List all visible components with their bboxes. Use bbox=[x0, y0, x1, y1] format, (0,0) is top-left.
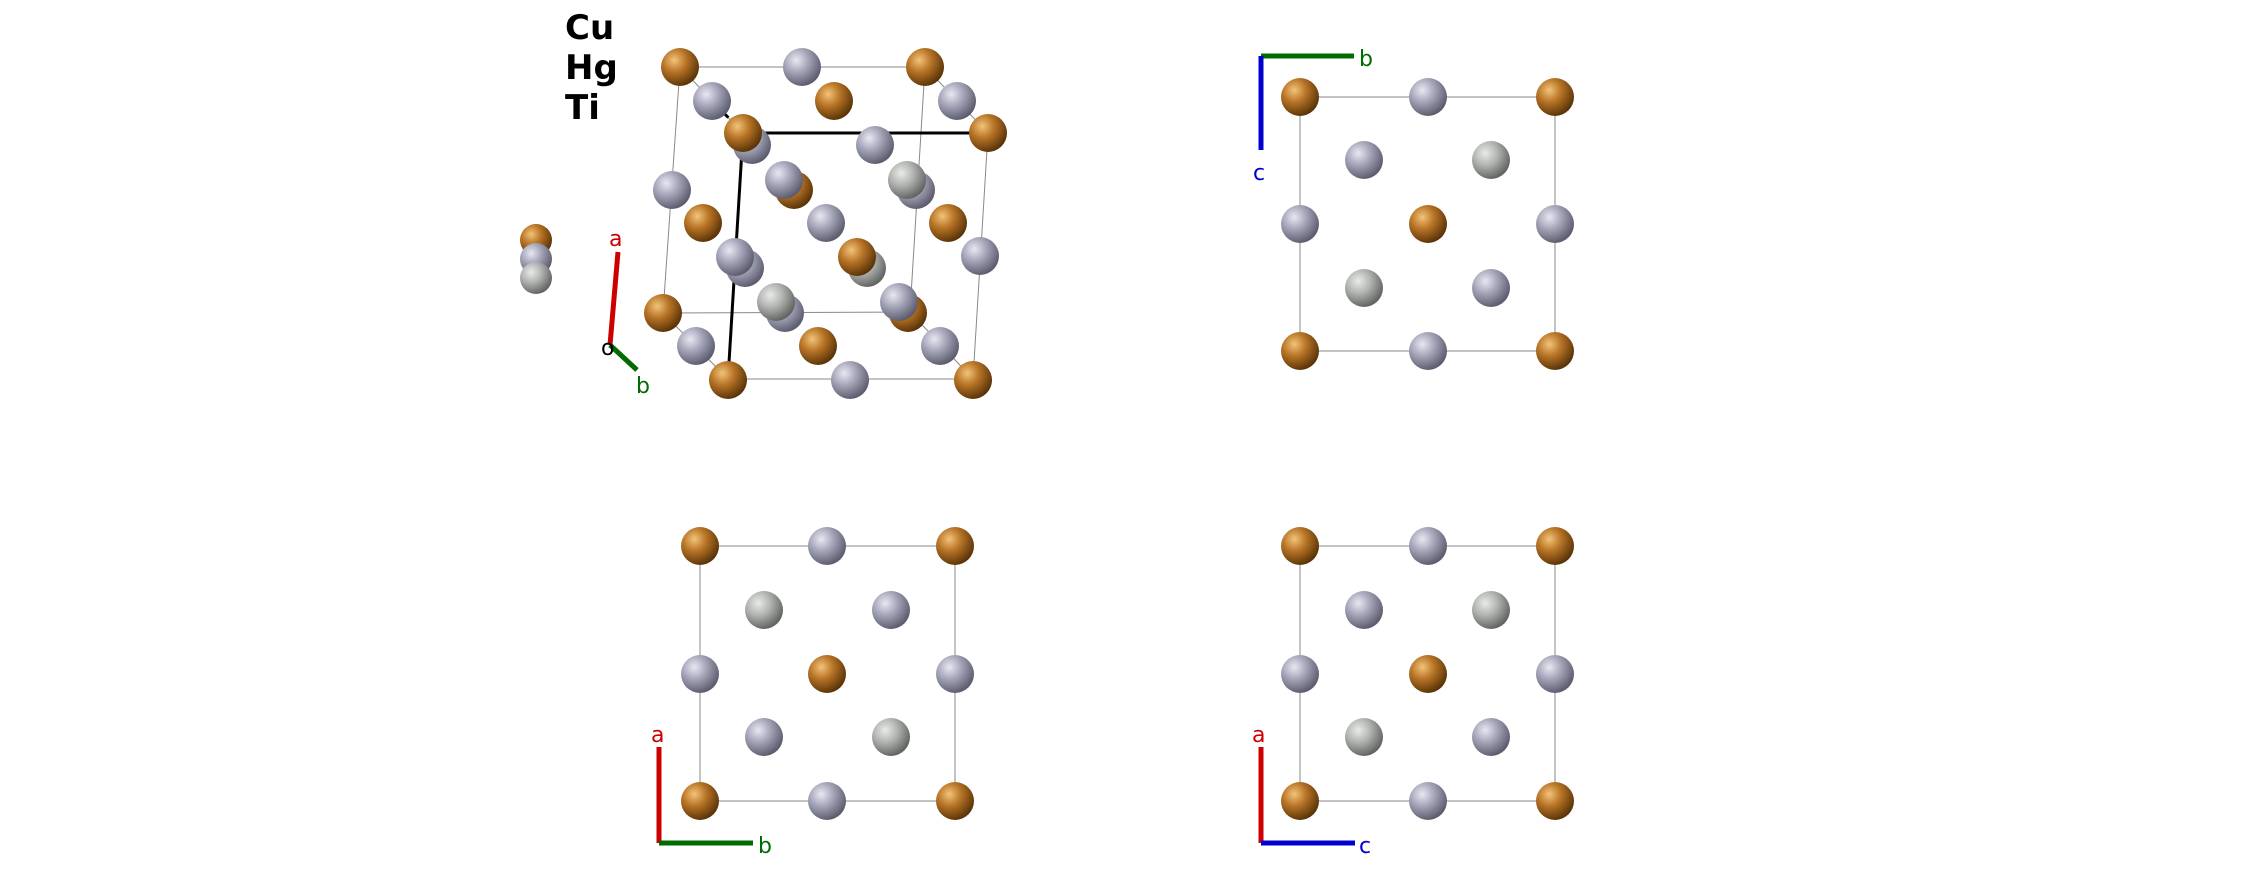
hg-atom bbox=[880, 283, 918, 321]
hg-atom bbox=[936, 655, 974, 693]
cu-atom bbox=[936, 527, 974, 565]
ti-atom bbox=[1345, 718, 1383, 756]
axis-b-label: b bbox=[636, 374, 650, 399]
view-ab: a b bbox=[651, 527, 974, 859]
cu-atom bbox=[969, 114, 1007, 152]
cu-atom bbox=[838, 238, 876, 276]
perspective-view: a b o bbox=[520, 48, 1007, 399]
cu-atom bbox=[1281, 78, 1319, 116]
axis-a-label: a bbox=[1252, 723, 1265, 748]
hg-atom bbox=[856, 126, 894, 164]
view-bc: b c bbox=[1253, 47, 1574, 370]
hg-atom bbox=[783, 48, 821, 86]
axis-triad-ab: a b bbox=[651, 723, 772, 859]
cu-atom bbox=[681, 527, 719, 565]
cu-atom bbox=[1281, 782, 1319, 820]
hg-atom bbox=[1472, 718, 1510, 756]
cu-atom bbox=[815, 82, 853, 120]
hg-atom bbox=[745, 718, 783, 756]
legend-hg: Hg bbox=[565, 48, 618, 88]
axis-triad-perspective: a b o bbox=[601, 227, 650, 399]
cu-atom bbox=[799, 327, 837, 365]
hg-atom bbox=[693, 82, 731, 120]
axis-triad-ac: a c bbox=[1252, 723, 1371, 859]
hg-atom bbox=[872, 591, 910, 629]
cu-atom bbox=[1409, 205, 1447, 243]
ti-atom bbox=[1345, 269, 1383, 307]
ti-atom bbox=[745, 591, 783, 629]
axis-triad-bc: b c bbox=[1253, 47, 1373, 186]
ti-atom bbox=[1472, 141, 1510, 179]
cu-atom bbox=[954, 361, 992, 399]
hg-atom bbox=[1281, 205, 1319, 243]
cu-atom bbox=[808, 655, 846, 693]
cu-atom bbox=[724, 114, 762, 152]
hg-atom bbox=[961, 237, 999, 275]
cu-atom bbox=[1536, 527, 1574, 565]
ti-atom bbox=[888, 161, 926, 199]
hg-atom bbox=[1281, 655, 1319, 693]
hg-atom bbox=[808, 527, 846, 565]
axis-b-label: b bbox=[758, 834, 772, 859]
hg-atom bbox=[1409, 332, 1447, 370]
ti-atom bbox=[520, 262, 552, 294]
axis-b-label: b bbox=[1359, 47, 1373, 72]
cu-atom bbox=[681, 782, 719, 820]
ti-atom bbox=[757, 283, 795, 321]
element-legend: Cu Hg Ti bbox=[565, 8, 618, 128]
axis-a-label: a bbox=[651, 723, 664, 748]
hg-atom bbox=[1345, 141, 1383, 179]
hg-atom bbox=[681, 655, 719, 693]
axis-c-label: c bbox=[1253, 161, 1265, 186]
axis-origin-label: o bbox=[601, 336, 614, 361]
cu-atom bbox=[709, 361, 747, 399]
axis-a-label: a bbox=[609, 227, 622, 252]
hg-atom bbox=[921, 327, 959, 365]
cu-atom bbox=[684, 204, 722, 242]
cu-atom bbox=[1536, 782, 1574, 820]
cu-atom bbox=[661, 48, 699, 86]
ti-atom bbox=[1472, 591, 1510, 629]
legend-ti: Ti bbox=[565, 88, 600, 128]
ti-atom bbox=[872, 718, 910, 756]
cu-atom bbox=[936, 782, 974, 820]
legend-cu: Cu bbox=[565, 8, 615, 48]
hg-atom bbox=[1536, 655, 1574, 693]
hg-atom bbox=[1409, 78, 1447, 116]
hg-atom bbox=[1409, 782, 1447, 820]
hg-atom bbox=[1472, 269, 1510, 307]
view-ac: a c bbox=[1252, 527, 1574, 859]
hg-atom bbox=[1345, 591, 1383, 629]
hg-atom bbox=[1409, 527, 1447, 565]
cu-atom bbox=[906, 48, 944, 86]
axis-a-line bbox=[607, 251, 621, 346]
hg-atom bbox=[677, 327, 715, 365]
cu-atom bbox=[1536, 332, 1574, 370]
hg-atom bbox=[808, 782, 846, 820]
cu-atom bbox=[929, 204, 967, 242]
hg-atom bbox=[716, 238, 754, 276]
cu-atom bbox=[1281, 332, 1319, 370]
axis-c-label: c bbox=[1359, 834, 1371, 859]
cu-atom bbox=[1281, 527, 1319, 565]
hg-atom bbox=[938, 82, 976, 120]
cu-atom bbox=[1409, 655, 1447, 693]
axis-b-line bbox=[608, 343, 639, 372]
cu-atom bbox=[1536, 78, 1574, 116]
cu-atom bbox=[644, 294, 682, 332]
hg-atom bbox=[653, 171, 691, 209]
hg-atom bbox=[807, 204, 845, 242]
hg-atom bbox=[1536, 205, 1574, 243]
hg-atom bbox=[831, 361, 869, 399]
hg-atom bbox=[765, 161, 803, 199]
